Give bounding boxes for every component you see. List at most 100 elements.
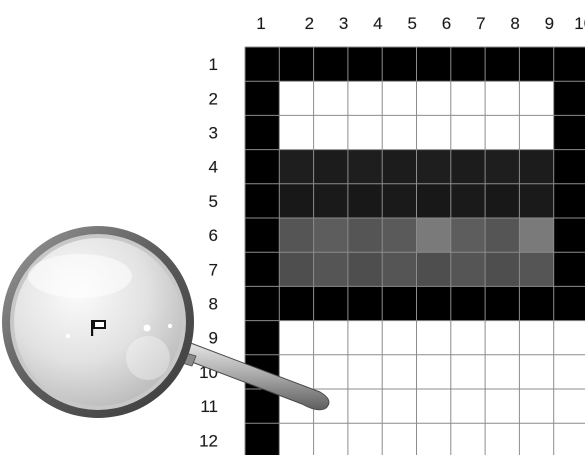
grid-cell [348,184,382,218]
grid-cell [245,389,279,423]
column-label: 9 [545,14,554,33]
grid-cell [417,218,451,252]
grid-cell [382,81,416,115]
grid-cell [417,423,451,455]
grid-cell [451,81,485,115]
grid-cell [382,252,416,286]
column-label: 3 [339,14,348,33]
grid-cell [382,286,416,320]
grid-cell [519,47,553,81]
grid-cell [554,218,585,252]
grid-cell [314,423,348,455]
grid-cell [485,184,519,218]
grid-cell [485,286,519,320]
grid-cell [245,286,279,320]
column-label: 5 [407,14,416,33]
grid-cell [245,150,279,184]
grid-cell [348,321,382,355]
grid-cell [519,150,553,184]
grid-cell [554,286,585,320]
grid-cell [382,150,416,184]
grid-cell [279,321,313,355]
grid-cell [348,218,382,252]
grid-cell [348,355,382,389]
grid-cell [451,184,485,218]
grid-cell [382,423,416,455]
grid-cell [451,321,485,355]
grid-cell [245,81,279,115]
grid-cell [554,184,585,218]
grid-cell [314,81,348,115]
row-label: 6 [209,226,218,245]
grid-cell [519,286,553,320]
grid-cell [451,389,485,423]
grid-cell [382,389,416,423]
grid-cell [314,47,348,81]
grid-cell [382,115,416,149]
grid-cell [382,321,416,355]
grid-cell [519,81,553,115]
grid-cell [519,321,553,355]
grid-cell [314,355,348,389]
column-label: 4 [373,14,382,33]
grid-cell [348,423,382,455]
row-label: 8 [209,295,218,314]
grid-cell [245,47,279,81]
grid-cell [554,321,585,355]
grid-cell [554,389,585,423]
grid-cell [279,150,313,184]
row-label: 1 [209,55,218,74]
grid-cell [451,355,485,389]
grid-cell [451,252,485,286]
column-label: 1 [256,14,265,33]
grid-cell [417,115,451,149]
grid-cell [417,184,451,218]
grid-cell [314,150,348,184]
grid-cell [485,389,519,423]
grid-cell [451,115,485,149]
grid-cell [279,286,313,320]
grid-cell [348,389,382,423]
grid-cell [451,218,485,252]
row-label: 9 [209,329,218,348]
grid-cell [348,115,382,149]
grid-cell [314,321,348,355]
grid-cell [314,218,348,252]
grid-cell [554,355,585,389]
grid-cell [348,150,382,184]
grid-cell [279,423,313,455]
grid-cell [417,81,451,115]
grid-cell [519,423,553,455]
column-label: 6 [442,14,451,33]
grid-cell [485,423,519,455]
row-label: 5 [209,192,218,211]
grid-cell [519,184,553,218]
grid-cell [417,355,451,389]
grid-cell [417,47,451,81]
grid-cell [417,286,451,320]
grid-cell [348,81,382,115]
grid-cell [245,321,279,355]
grid-cell [554,81,585,115]
grid-cell [279,184,313,218]
grid-cell [348,286,382,320]
grid-cell [485,81,519,115]
grid-cell [314,286,348,320]
grid-cell [451,150,485,184]
grid-cell [417,252,451,286]
grid-cell [417,389,451,423]
grid-cell [382,184,416,218]
grid-cell [554,423,585,455]
grid-cell [314,252,348,286]
grid-cell [485,321,519,355]
grid-cell [519,218,553,252]
grid-cell [485,115,519,149]
grid-cell [519,355,553,389]
grid-cell [279,81,313,115]
grid-cell [451,47,485,81]
grid-cell [417,321,451,355]
row-label: 11 [200,397,218,416]
grid-cell [279,218,313,252]
